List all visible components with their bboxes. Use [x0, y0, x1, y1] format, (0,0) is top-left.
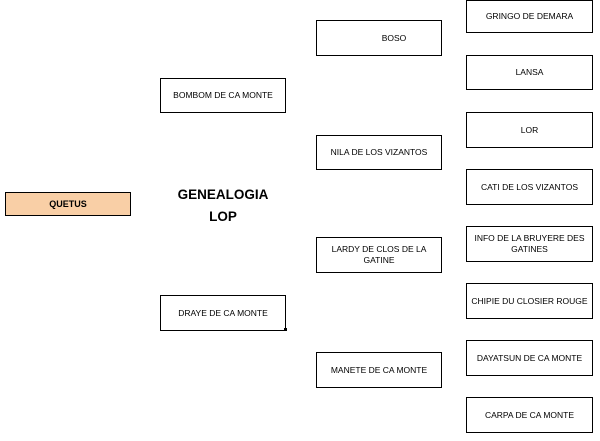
great-grandparent-box-6[interactable]: CHIPIE DU CLOSIER ROUGE [466, 283, 593, 319]
root-animal-box[interactable]: QUETUS [5, 192, 131, 216]
great-grandparent-name: CARPA DE CA MONTE [484, 409, 575, 420]
resize-handle-icon[interactable] [284, 328, 287, 331]
grandparent-box-dam-sire[interactable]: LARDY DE CLOS DE LA GATINE [316, 237, 442, 273]
grandparent-name: BOSO [381, 32, 407, 43]
grandparent-box-sire-sire[interactable]: BOSO [316, 20, 442, 56]
great-grandparent-box-5[interactable]: INFO DE LA BRUYERE DES GATINES [466, 226, 593, 262]
great-grandparent-box-1[interactable]: GRINGO DE DEMARA [466, 0, 593, 33]
great-grandparent-box-2[interactable]: LANSA [466, 55, 593, 90]
great-grandparent-name: GRINGO DE DEMARA [485, 11, 574, 21]
grandparent-box-sire-dam[interactable]: NILA DE LOS VIZANTOS [316, 135, 442, 170]
grandparent-name: NILA DE LOS VIZANTOS [330, 147, 428, 157]
page-title: GENEALOGIA LOP [168, 187, 278, 224]
great-grandparent-name: LOR [520, 124, 539, 135]
great-grandparent-name: DAYATSUN DE CA MONTE [476, 352, 583, 363]
great-grandparent-name: CHIPIE DU CLOSIER ROUGE [471, 295, 588, 306]
great-grandparent-name: LANSA [515, 67, 544, 77]
root-animal-name: QUETUS [49, 198, 87, 209]
grandparent-name: MANETE DE CA MONTE [330, 364, 428, 375]
great-grandparent-box-7[interactable]: DAYATSUN DE CA MONTE [466, 340, 593, 376]
great-grandparent-box-4[interactable]: CATI DE LOS VIZANTOS [466, 169, 593, 205]
great-grandparent-name: INFO DE LA BRUYERE DES GATINES [474, 233, 585, 254]
dam-name: DRAYE DE CA MONTE [178, 307, 268, 318]
great-grandparent-box-3[interactable]: LOR [466, 112, 593, 148]
grandparent-name: LARDY DE CLOS DE LA GATINE [331, 244, 427, 265]
grandparent-box-dam-dam[interactable]: MANETE DE CA MONTE [316, 352, 442, 388]
title-line-2: LOP [209, 209, 237, 224]
sire-box[interactable]: BOMBOM DE CA MONTE [160, 78, 286, 113]
great-grandparent-box-8[interactable]: CARPA DE CA MONTE [466, 397, 593, 433]
title-line-1: GENEALOGIA [177, 187, 269, 202]
sire-name: BOMBOM DE CA MONTE [173, 90, 273, 100]
great-grandparent-name: CATI DE LOS VIZANTOS [481, 181, 578, 192]
dam-box[interactable]: DRAYE DE CA MONTE [160, 295, 286, 331]
